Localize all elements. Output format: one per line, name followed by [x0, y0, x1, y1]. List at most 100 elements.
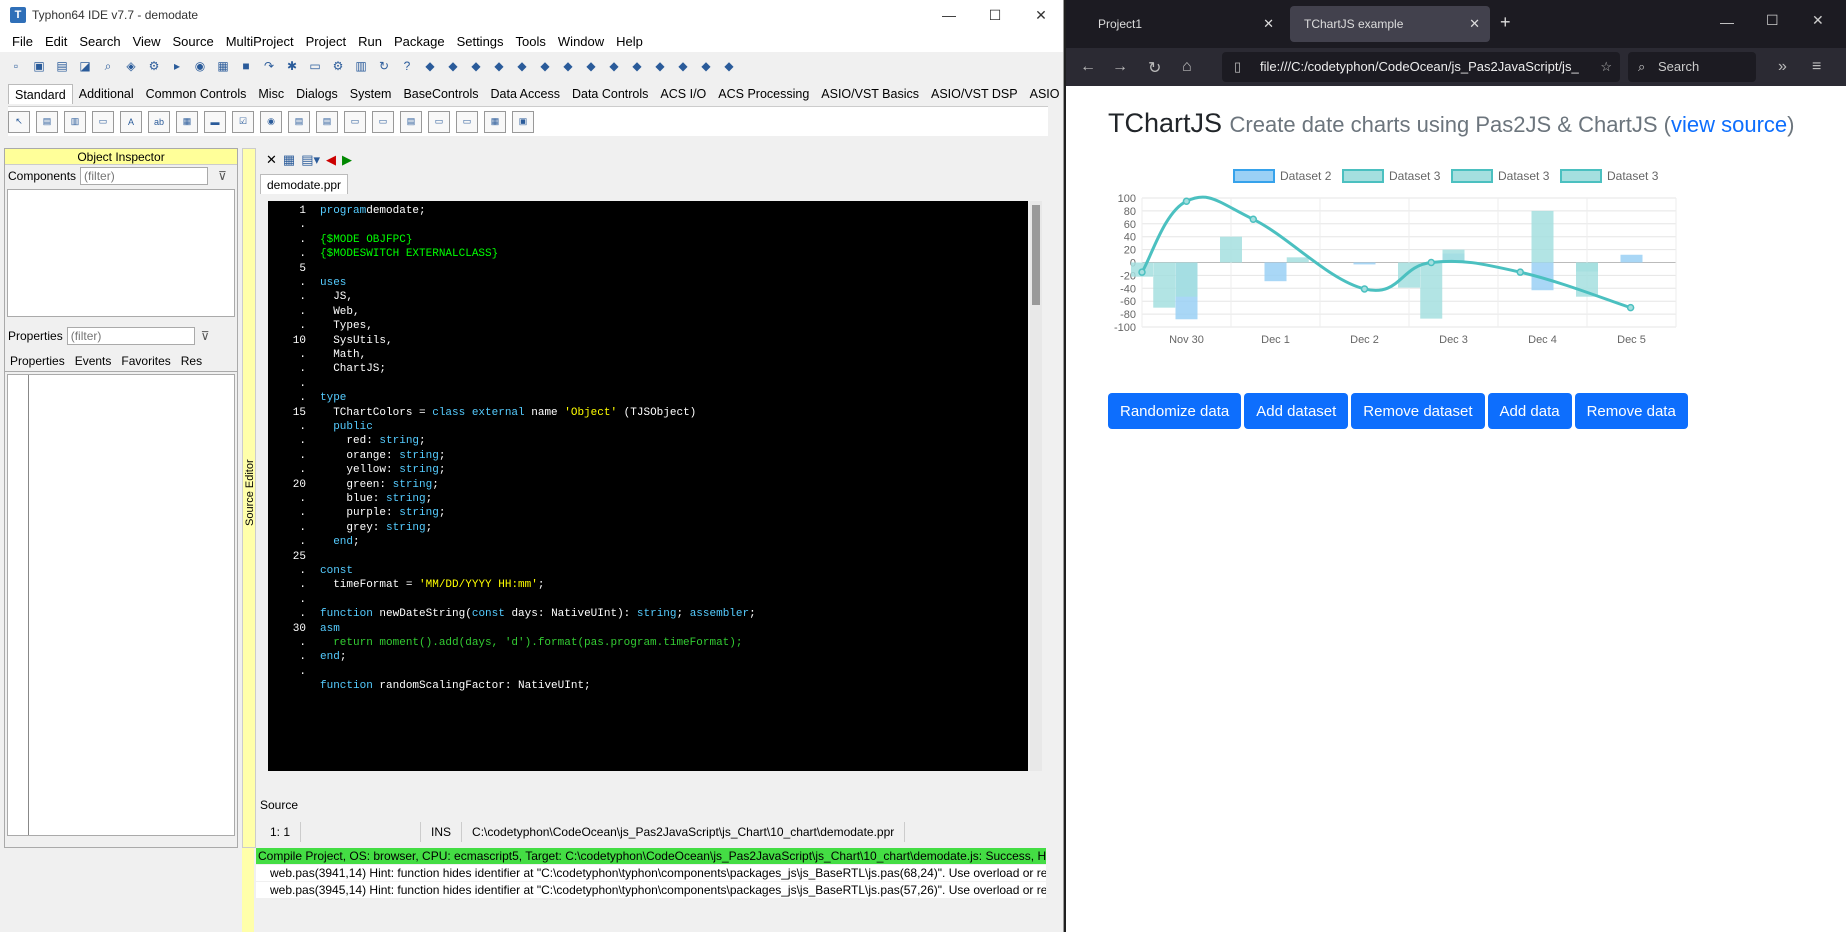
component-icon[interactable]: ▥: [64, 110, 86, 133]
tab-events[interactable]: Events: [74, 354, 112, 368]
forward-icon[interactable]: →: [1112, 58, 1128, 75]
toggle-form-icon[interactable]: ▦: [282, 152, 296, 167]
randomize-data-button[interactable]: Randomize data: [1108, 393, 1242, 429]
component-icon[interactable]: ▤: [288, 110, 310, 133]
message-hint[interactable]: web.pas(3941,14) Hint: function hides id…: [256, 865, 1046, 881]
pointer-tool-icon[interactable]: ↖: [8, 110, 30, 133]
search-box[interactable]: ⌕ Search: [1628, 52, 1756, 82]
back-arrow-icon[interactable]: ◀: [326, 152, 337, 167]
toolbar-icon[interactable]: ◆: [724, 59, 734, 73]
forward-arrow-icon[interactable]: ▶: [342, 152, 353, 167]
bar[interactable]: [1620, 254, 1643, 263]
new-tab-icon[interactable]: +: [1500, 12, 1511, 32]
source-bottom-tab[interactable]: Source: [260, 798, 299, 812]
debug-icon[interactable]: ✱: [286, 59, 298, 73]
tab-standard[interactable]: Standard: [8, 84, 73, 104]
home-icon[interactable]: ⌂: [1182, 58, 1192, 75]
tab-properties[interactable]: Properties: [10, 354, 65, 368]
bar[interactable]: [1576, 262, 1598, 297]
add-data-button[interactable]: Add data: [1487, 393, 1572, 429]
menu-help[interactable]: Help: [616, 33, 643, 49]
view-source-link[interactable]: view source: [1670, 112, 1788, 137]
new-file-icon[interactable]: ▫: [13, 59, 19, 73]
minimize-button[interactable]: —: [942, 7, 956, 23]
components-tree[interactable]: [7, 189, 235, 317]
line-point[interactable]: [1516, 268, 1524, 276]
bar[interactable]: [1420, 262, 1443, 319]
line-point[interactable]: [1249, 215, 1257, 224]
legend-label[interactable]: Dataset 3: [1498, 169, 1550, 183]
bar[interactable]: [1442, 249, 1465, 263]
menu-settings[interactable]: Settings: [456, 33, 504, 49]
toolbar-icon[interactable]: ◆: [563, 59, 573, 73]
line-point[interactable]: [1427, 258, 1435, 267]
maximize-button[interactable]: ☐: [988, 6, 1002, 23]
tab-misc[interactable]: Misc: [258, 87, 285, 101]
build-icon[interactable]: ⚙: [148, 59, 160, 73]
component-icon[interactable]: ▭: [456, 110, 478, 133]
add-dataset-button[interactable]: Add dataset: [1244, 393, 1349, 429]
save-icon[interactable]: ▤: [56, 59, 68, 73]
units-dropdown-icon[interactable]: ▤▾: [301, 152, 321, 167]
component-icon[interactable]: ▤: [400, 110, 422, 133]
tab-favorites[interactable]: Favorites: [121, 354, 171, 368]
message-hint[interactable]: web.pas(3945,14) Hint: function hides id…: [256, 882, 1046, 898]
step-icon[interactable]: ↷: [263, 59, 275, 73]
overflow-chevron-icon[interactable]: »: [1778, 58, 1787, 75]
toolbar-icon[interactable]: ◆: [448, 59, 458, 73]
settings-icon[interactable]: ⚙: [332, 59, 344, 73]
bar[interactable]: [1531, 262, 1554, 291]
line-point[interactable]: [1360, 285, 1369, 293]
close-button[interactable]: ✕: [1812, 12, 1824, 28]
menu-multiproject[interactable]: MultiProject: [225, 33, 294, 49]
tab-dialogs[interactable]: Dialogs: [296, 87, 338, 101]
toolbar-icon[interactable]: ◆: [425, 59, 435, 73]
bar[interactable]: [1353, 262, 1376, 265]
tab-res[interactable]: Res: [180, 354, 203, 368]
toolbar-icon[interactable]: ◆: [632, 59, 642, 73]
toolbar-icon[interactable]: ◆: [586, 59, 596, 73]
hamburger-menu-icon[interactable]: ≡: [1812, 58, 1822, 75]
menu-run[interactable]: Run: [358, 33, 382, 49]
toolbar-icon[interactable]: ◆: [471, 59, 481, 73]
component-icon[interactable]: ab: [148, 110, 170, 133]
find-icon[interactable]: ◈: [126, 59, 136, 73]
source-editor-dock[interactable]: Source Editor: [242, 148, 256, 848]
bar[interactable]: [1153, 262, 1176, 308]
component-icon[interactable]: ▤: [36, 110, 58, 133]
toolbar-icon[interactable]: ◆: [517, 59, 527, 73]
line-point[interactable]: [1182, 197, 1191, 205]
new-unit-icon[interactable]: ▣: [33, 59, 45, 73]
legend-label[interactable]: Dataset 3: [1607, 169, 1659, 183]
remove-dataset-button[interactable]: Remove dataset: [1351, 393, 1485, 429]
tab-system[interactable]: System: [349, 87, 392, 101]
tab-tchartjs[interactable]: TChartJS example✕: [1290, 6, 1490, 42]
toolbar-icon[interactable]: ◆: [540, 59, 550, 73]
close-icon[interactable]: ✕: [266, 152, 277, 167]
legend-label[interactable]: Dataset 3: [1389, 169, 1441, 183]
components-filter-input[interactable]: [80, 167, 209, 185]
tab-project1[interactable]: Project1✕: [1084, 6, 1284, 42]
component-icon[interactable]: ▭: [428, 110, 450, 133]
menu-tools[interactable]: Tools: [515, 33, 546, 49]
menu-window[interactable]: Window: [557, 33, 605, 49]
package-icon[interactable]: ▥: [355, 59, 367, 73]
close-tab-icon[interactable]: ✕: [1263, 16, 1274, 31]
component-icon[interactable]: ▦: [176, 110, 198, 133]
menu-project[interactable]: Project: [305, 33, 347, 49]
bookmark-star-icon[interactable]: ☆: [1600, 59, 1612, 74]
line-point[interactable]: [1138, 268, 1146, 276]
open-icon[interactable]: ◪: [79, 59, 91, 73]
tab-asio-vst-dsp[interactable]: ASIO/VST DSP: [931, 87, 1018, 101]
stop-icon[interactable]: ■: [242, 59, 250, 73]
save-all-icon[interactable]: ▦: [217, 59, 229, 73]
close-button[interactable]: ✕: [1035, 6, 1047, 23]
refresh-icon[interactable]: ↻: [378, 59, 390, 73]
minimize-button[interactable]: —: [1720, 14, 1734, 30]
run-icon[interactable]: ▸: [173, 59, 181, 73]
menu-search[interactable]: Search: [79, 33, 121, 49]
bar[interactable]: [1175, 262, 1198, 297]
close-tab-icon[interactable]: ✕: [1469, 16, 1480, 31]
menu-file[interactable]: File: [12, 33, 33, 49]
component-icon[interactable]: ▣: [512, 110, 534, 133]
